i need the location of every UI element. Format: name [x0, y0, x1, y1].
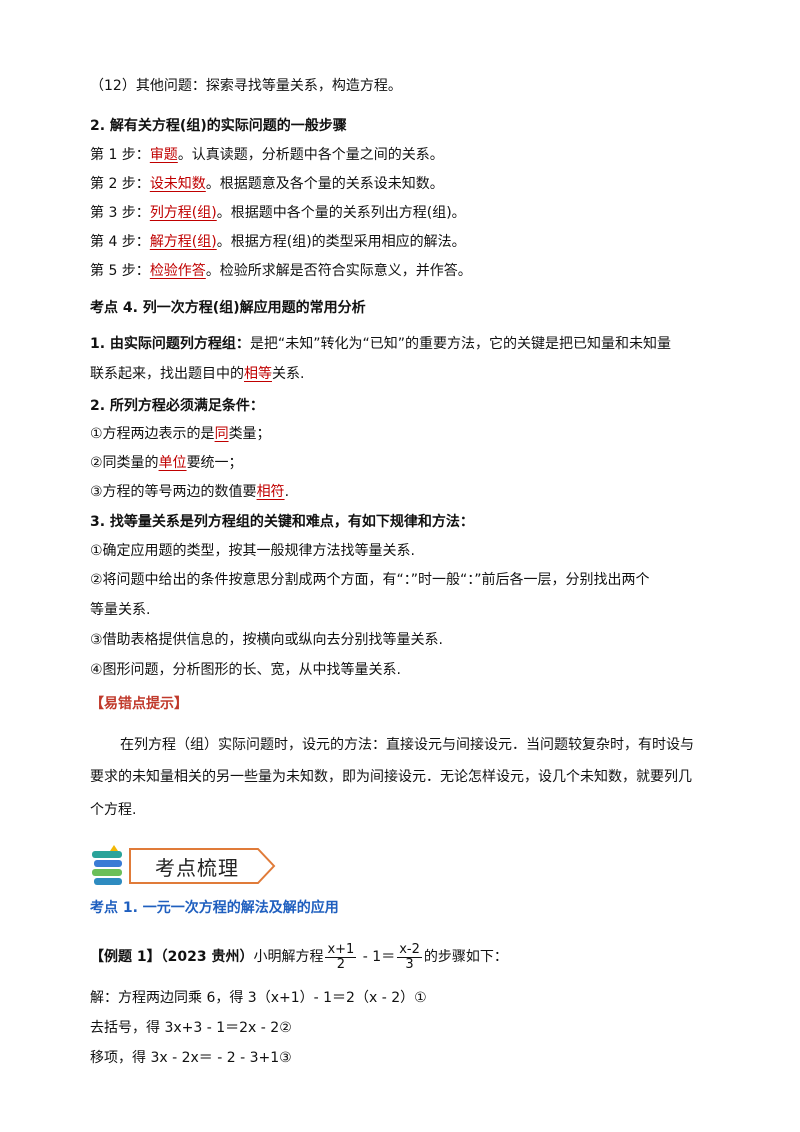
- condition-1-prefix: ①方程两边表示的是: [90, 426, 215, 442]
- condition-1-suffix: 类量；: [228, 426, 271, 442]
- step-1: 第 1 步：审题。认真读题，分析题中各个量之间的关系。: [90, 145, 444, 165]
- section-title: 考点 1. 一元一次方程的解法及解的应用: [90, 900, 339, 916]
- para-1b-prefix: 联系起来，找出题目中的: [90, 366, 244, 382]
- para-1-line-1: 1. 由实际问题列方程组：是把“未知”转化为“已知”的重要方法，它的关键是把已知…: [90, 334, 671, 354]
- step-4-text: 。根据方程(组)的类型采用相应的解法。: [216, 234, 466, 250]
- banner-title: 考点梳理: [155, 856, 239, 880]
- step-4-key: 解方程(组): [149, 234, 217, 250]
- example-label: 【例题 1】（2023 贵州）: [90, 949, 254, 965]
- solution-step-3: 移项，得 3x - 2x＝ - 2 - 3+1③: [90, 1050, 292, 1066]
- step-3-key: 列方程(组): [149, 205, 217, 221]
- fraction-1-numerator: x+1: [325, 941, 357, 958]
- fraction-2-denominator: 3: [405, 956, 414, 972]
- condition-2-prefix: ②同类量的: [90, 455, 159, 471]
- solution-step-2: 去括号，得 3x+3 - 1＝2x - 2②: [90, 1020, 292, 1036]
- condition-3-key: 相符: [256, 484, 285, 500]
- tip-line-3: 个方程.: [90, 802, 137, 818]
- condition-2-suffix: 要统一；: [186, 455, 243, 471]
- step-3-prefix: 第 3 步：: [90, 205, 150, 221]
- step-1-text: 。认真读题，分析题中各个量之间的关系。: [177, 147, 444, 163]
- condition-3-prefix: ③方程的等号两边的数值要: [90, 484, 257, 500]
- condition-3-suffix: .: [284, 484, 290, 500]
- condition-1: ①方程两边表示的是同类量；: [90, 424, 271, 444]
- method-4: ④图形问题，分析图形的长、宽，从中找等量关系.: [90, 662, 401, 678]
- section-banner-graphic: [92, 845, 276, 885]
- books-icon: [92, 845, 122, 885]
- tip-line-1: 在列方程（组）实际问题时，设元的方法：直接设元与间接设元．当问题较复杂时，有时设…: [120, 737, 694, 753]
- method-2-line-1: ②将问题中给出的条件按意思分割成两个方面，有“：”时一般“：”前后各一层，分别找…: [90, 572, 650, 588]
- step-5-prefix: 第 5 步：: [90, 263, 150, 279]
- method-1: ①确定应用题的类型，按其一般规律方法找等量关系.: [90, 543, 415, 559]
- condition-2: ②同类量的单位要统一；: [90, 453, 243, 473]
- para-1-text: 是把“未知”转化为“已知”的重要方法，它的关键是把已知量和未知量: [249, 336, 671, 352]
- step-5-text: 。检验所求解是否符合实际意义，并作答。: [205, 263, 472, 279]
- heading-kaodian-4: 考点 4. 列一次方程(组)解应用题的常用分析: [90, 300, 366, 316]
- step-1-prefix: 第 1 步：: [90, 147, 150, 163]
- heading-methods: 3. 找等量关系是列方程组的关键和难点，有如下规律和方法：: [90, 514, 474, 530]
- step-5: 第 5 步：检验作答。检验所求解是否符合实际意义，并作答。: [90, 261, 472, 281]
- step-2-prefix: 第 2 步：: [90, 176, 150, 192]
- heading-general-steps: 2. 解有关方程(组)的实际问题的一般步骤: [90, 118, 347, 134]
- para-1-bold: 1. 由实际问题列方程组：: [90, 336, 250, 352]
- step-5-key: 检验作答: [149, 263, 206, 279]
- step-3-text: 。根据题中各个量的关系列出方程(组)。: [216, 205, 466, 221]
- condition-2-key: 单位: [158, 455, 187, 471]
- condition-1-key: 同: [214, 426, 229, 442]
- condition-3: ③方程的等号两边的数值要相符.: [90, 482, 289, 502]
- heading-conditions: 2. 所列方程必须满足条件：: [90, 398, 264, 414]
- para-1b-suffix: 关系.: [272, 366, 305, 382]
- para-1-line-2: 联系起来，找出题目中的相等关系.: [90, 364, 304, 384]
- step-1-key: 审题: [149, 147, 178, 163]
- solution-step-1: 解：方程两边同乘 6，得 3（x+1）- 1＝2（x - 2）①: [90, 990, 427, 1006]
- step-2-text: 。根据题意及各个量的关系设未知数。: [205, 176, 444, 192]
- tip-line-2: 要求的未知量相关的另一些量为未知数，即为间接设元．无论怎样设元，设几个未知数，就…: [90, 769, 692, 785]
- step-4-prefix: 第 4 步：: [90, 234, 150, 250]
- para-other-problems: （12）其他问题：探索寻找等量关系，构造方程。: [90, 78, 402, 94]
- tip-title: 【易错点提示】: [90, 696, 188, 712]
- example-mid: - 1＝: [358, 949, 396, 965]
- fraction-1-denominator: 2: [336, 956, 346, 972]
- para-1b-key: 相等: [244, 366, 272, 382]
- example-text-pre: 小明解方程: [253, 949, 324, 965]
- example-text-post: 的步骤如下：: [423, 949, 508, 965]
- fraction-2-numerator: x-2: [397, 941, 422, 958]
- method-2-line-2: 等量关系.: [90, 602, 151, 618]
- method-3: ③借助表格提供信息的，按横向或纵向去分别找等量关系.: [90, 632, 443, 648]
- step-4: 第 4 步：解方程(组)。根据方程(组)的类型采用相应的解法。: [90, 232, 466, 252]
- step-2: 第 2 步：设未知数。根据题意及各个量的关系设未知数。: [90, 174, 444, 194]
- step-2-key: 设未知数: [149, 176, 206, 192]
- step-3: 第 3 步：列方程(组)。根据题中各个量的关系列出方程(组)。: [90, 203, 466, 223]
